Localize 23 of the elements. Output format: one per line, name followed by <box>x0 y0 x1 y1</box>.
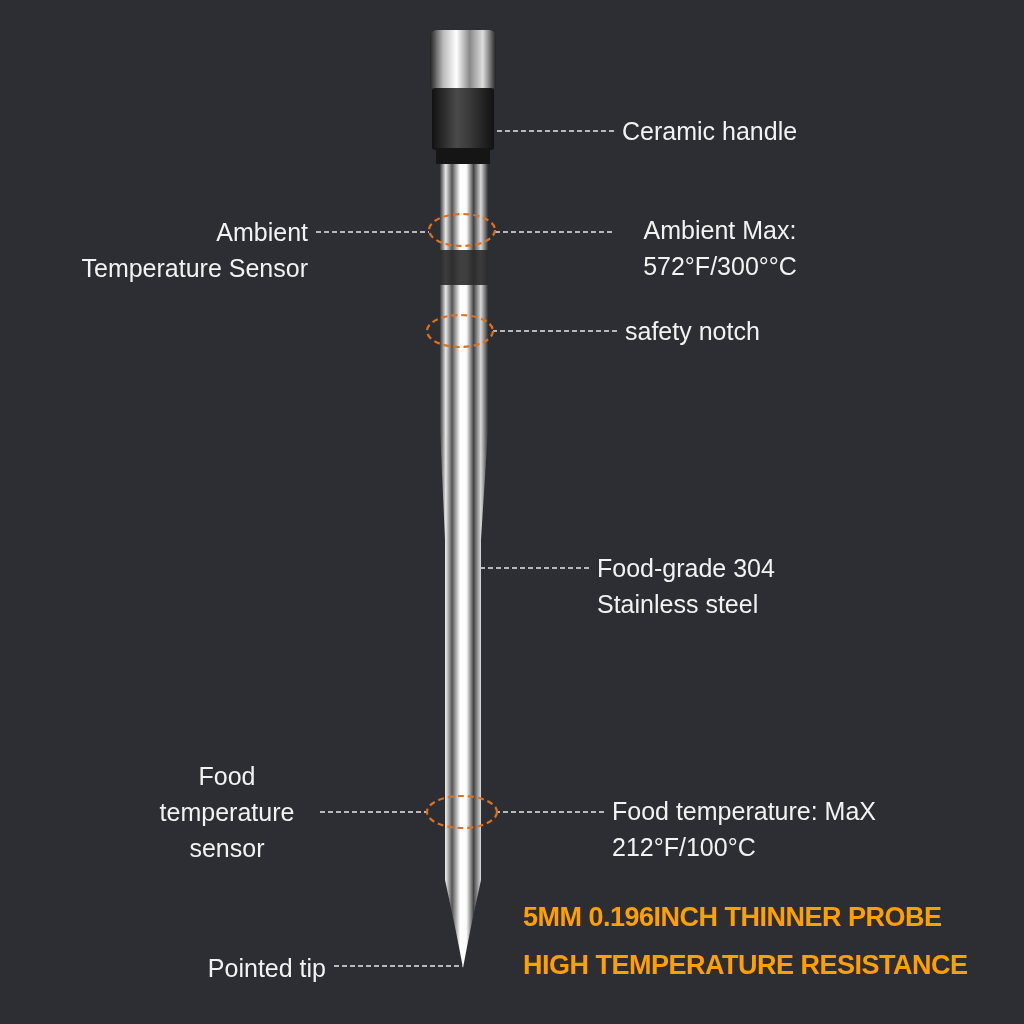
leader-line <box>495 130 615 132</box>
leader-line <box>333 965 464 967</box>
leader-line <box>480 567 590 569</box>
callout-label: Pointed tip <box>207 950 326 986</box>
leader-line <box>494 231 613 233</box>
ceramic-handle <box>430 30 496 164</box>
callout-label: Ambient Temperature Sensor <box>73 214 308 286</box>
callout-label: Food temperature sensor <box>142 758 312 866</box>
callout-label: safety notch <box>625 313 760 349</box>
headline-text: HIGH TEMPERATURE RESISTANCE <box>523 950 968 980</box>
probe-shaft <box>440 162 488 968</box>
headline-text: 5MM 0.196INCH THINNER PROBE <box>523 902 942 932</box>
leader-line <box>319 811 428 813</box>
highlight-ellipse <box>427 212 497 248</box>
leader-line <box>315 231 430 233</box>
highlight-ellipse <box>425 794 499 830</box>
highlight-ellipse <box>425 313 495 349</box>
callout-label: Food-grade 304 Stainless steel <box>597 550 857 622</box>
leader-line <box>496 811 605 813</box>
callout-label: Food temperature: MaX 212°F/100°C <box>612 793 952 865</box>
leader-line <box>492 330 618 332</box>
callout-label: Ambient Max: 572°F/300°°C <box>620 212 820 284</box>
callout-label: Ceramic handle <box>622 113 798 149</box>
